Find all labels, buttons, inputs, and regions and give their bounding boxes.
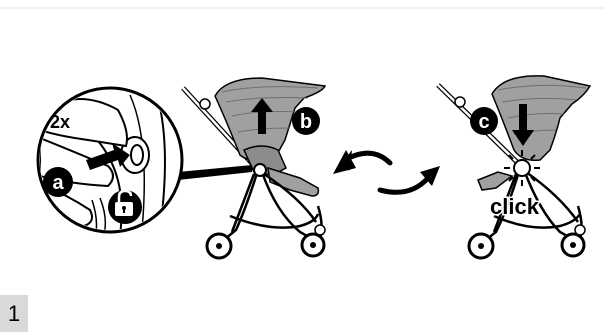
detail-zoom: 2x a <box>38 88 252 235</box>
repeat-count-text: 2x <box>50 112 70 132</box>
stroller-left <box>183 78 325 258</box>
stroller-right-canopy <box>492 76 590 160</box>
stroller-left-wheels <box>207 225 325 258</box>
callout-b: b <box>292 107 320 135</box>
callout-a-label: a <box>52 172 64 194</box>
stroller-right <box>438 76 590 258</box>
callout-c: c <box>470 107 498 135</box>
zoom-leader <box>178 165 252 180</box>
stroller-right-seat <box>478 172 512 190</box>
callout-c-label: c <box>478 111 489 133</box>
click-burst-icon <box>504 150 540 186</box>
step-number: 1 <box>0 295 28 332</box>
callout-a: a <box>43 167 73 197</box>
stroller-left-hub <box>254 164 266 176</box>
click-text: click <box>490 194 540 219</box>
rotate-arrows-icon <box>333 150 440 192</box>
stroller-right-wheels <box>469 225 585 258</box>
unlock-padlock-icon <box>108 190 142 224</box>
callout-b-label: b <box>300 111 312 133</box>
